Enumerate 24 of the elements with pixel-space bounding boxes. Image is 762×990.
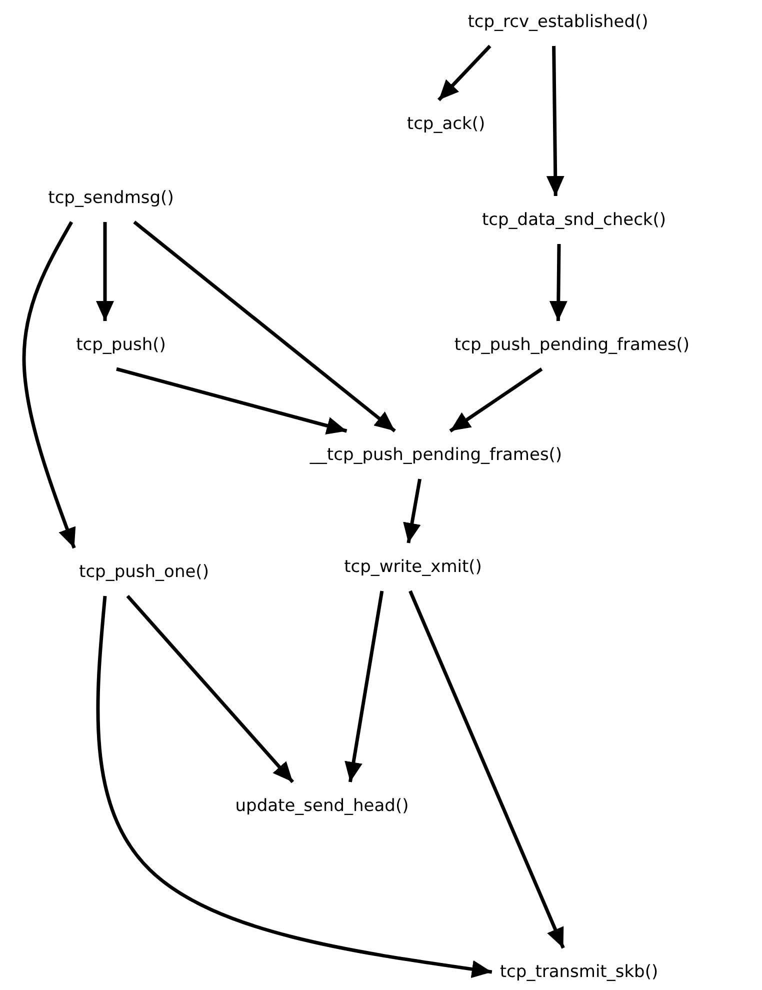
arrow bbox=[403, 478, 422, 544]
function-name: tcp_data_snd_check() bbox=[474, 196, 674, 244]
function-name: update_send_head() bbox=[227, 782, 417, 830]
arrow bbox=[546, 46, 564, 196]
function-name: tcp_write_xmit() bbox=[336, 543, 490, 591]
function-name: tcp_push() bbox=[68, 321, 174, 369]
arrow bbox=[96, 222, 114, 321]
arrow bbox=[438, 44, 492, 102]
function-name: tcp_transmit_skb() bbox=[492, 948, 666, 990]
arrow bbox=[126, 594, 294, 784]
arrow bbox=[549, 244, 568, 322]
arrow bbox=[96, 596, 492, 978]
arrow bbox=[22, 221, 76, 549]
arrow bbox=[344, 590, 384, 782]
function-name: tcp_ack() bbox=[398, 100, 494, 148]
arrow bbox=[116, 367, 348, 434]
function-name: __tcp_push_pending_frames() bbox=[302, 431, 570, 479]
arrow bbox=[408, 590, 565, 949]
function-name: tcp_push_pending_frames() bbox=[446, 321, 698, 369]
arrow bbox=[133, 220, 396, 432]
function-name: tcp_push_one() bbox=[71, 548, 217, 596]
function-name: tcp_sendmsg() bbox=[40, 174, 182, 222]
function-name: tcp_rcv_established() bbox=[460, 0, 656, 46]
arrow bbox=[449, 368, 543, 432]
